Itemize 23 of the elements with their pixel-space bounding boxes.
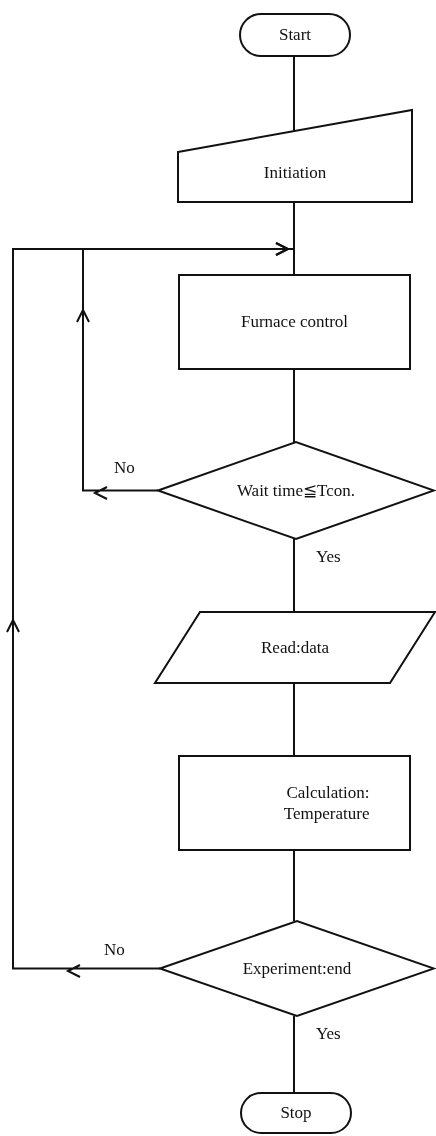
- node-text: Experiment:end: [242, 957, 352, 980]
- connector-line: [293, 56, 295, 132]
- node-text: Calculation: Temperature: [282, 781, 370, 825]
- process-box: [178, 274, 411, 370]
- start-terminal: [239, 13, 351, 57]
- manual-input-shape: [178, 110, 412, 202]
- connector-line: [293, 850, 295, 922]
- node-text: Initiation: [263, 162, 327, 184]
- connector-line: [293, 369, 295, 443]
- connector-line: [293, 538, 295, 613]
- connector-line: [293, 682, 295, 756]
- process-box: [178, 755, 411, 851]
- connector-line: [293, 1015, 295, 1093]
- node-text: Read:data: [261, 636, 329, 659]
- loop-arrow: [6, 242, 295, 978]
- node-text: Furnace control: [240, 311, 349, 333]
- decision-diamond: [160, 921, 434, 1016]
- decision-diamond: [158, 442, 434, 539]
- node-text: Stop: [280, 1102, 312, 1124]
- node-text: Wait time≦Tcon.: [236, 479, 356, 502]
- stop-terminal: [240, 1092, 352, 1134]
- data-parallelogram: [155, 612, 435, 683]
- node-text: Start: [278, 24, 312, 46]
